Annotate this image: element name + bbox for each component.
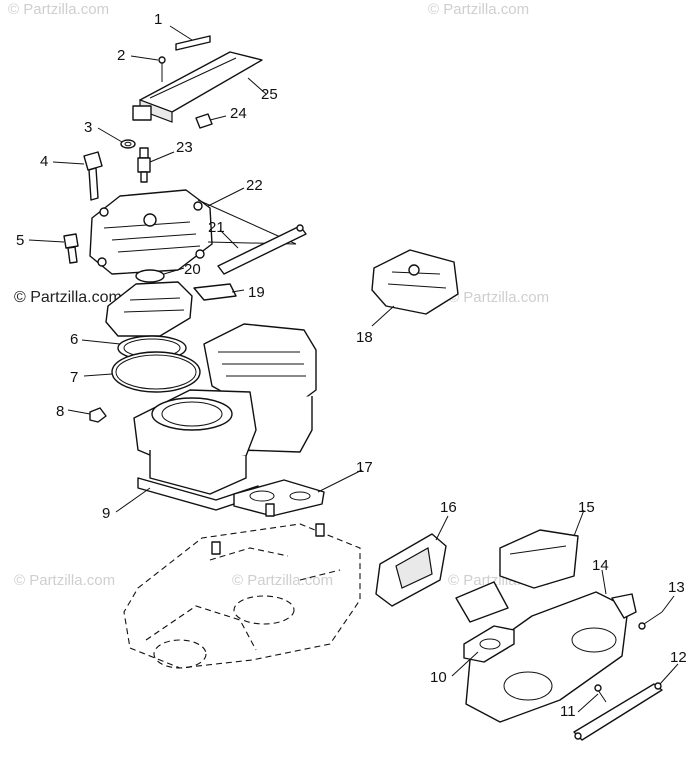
part-18-cover[interactable] [371, 249, 459, 315]
part-head[interactable] [105, 281, 193, 337]
part-7-o-ring[interactable] [111, 351, 201, 393]
part-20-cap[interactable] [135, 269, 165, 283]
callout-7: 7 [70, 369, 78, 386]
part-3-washer[interactable] [120, 139, 136, 149]
part-13-screw[interactable] [638, 611, 663, 630]
callout-21: 21 [208, 219, 225, 236]
watermark-low-left: © Partzilla.com [14, 572, 115, 589]
part-4-bolt[interactable] [83, 151, 103, 201]
callout-12: 12 [670, 649, 687, 666]
callout-20: 20 [184, 261, 201, 278]
callout-17: 17 [356, 459, 373, 476]
part-25-rail[interactable] [132, 51, 263, 123]
watermark-top-left: © Partzilla.com [8, 1, 109, 18]
leader-lines [28, 25, 679, 713]
part-15-reed-valve[interactable] [455, 529, 579, 623]
callout-24: 24 [230, 105, 247, 122]
callout-18: 18 [356, 329, 373, 346]
part-12-strap[interactable] [573, 682, 663, 741]
callout-3: 3 [84, 119, 92, 136]
part-11-screw[interactable] [594, 684, 607, 703]
part-21-bracket[interactable] [197, 199, 307, 275]
callout-8: 8 [56, 403, 64, 420]
callout-19: 19 [248, 284, 265, 301]
callout-6: 6 [70, 331, 78, 348]
part-23-spark-plug[interactable] [137, 147, 151, 183]
part-14-manifold[interactable] [465, 591, 637, 723]
callout-labels: 1 2 25 24 3 23 4 22 5 21 20 19 6 7 8 9 1… [16, 11, 687, 720]
callout-11: 11 [560, 703, 576, 720]
watermark-mid-left: © Partzilla.com [14, 289, 122, 306]
part-19-gasket[interactable] [193, 283, 237, 301]
callout-16: 16 [440, 499, 457, 516]
part-2-screw[interactable] [158, 56, 166, 82]
callout-10: 10 [430, 669, 447, 686]
callout-13: 13 [668, 579, 685, 596]
watermark-mid-right: © Partzilla.com [448, 289, 549, 306]
watermark-top-right: © Partzilla.com [428, 1, 529, 18]
callout-23: 23 [176, 139, 193, 156]
part-22-head-cover[interactable] [89, 189, 213, 275]
callout-5: 5 [16, 232, 24, 249]
part-5-bolt[interactable] [63, 233, 79, 264]
callout-22: 22 [246, 177, 263, 194]
callout-14: 14 [592, 557, 609, 574]
part-1-strip[interactable] [175, 35, 211, 51]
callout-1: 1 [154, 11, 162, 28]
part-16-gasket[interactable] [375, 533, 447, 607]
part-17-gasket[interactable] [233, 479, 325, 517]
part-8-nut[interactable] [89, 407, 107, 423]
part-24-nut[interactable] [195, 113, 213, 129]
crankcase[interactable] [123, 503, 361, 669]
watermark-low-center: © Partzilla.com [232, 572, 333, 589]
callout-15: 15 [578, 499, 595, 516]
callout-9: 9 [102, 505, 110, 522]
callout-2: 2 [117, 47, 125, 64]
callout-25: 25 [261, 86, 278, 103]
part-9-cylinder[interactable] [133, 389, 259, 511]
callout-4: 4 [40, 153, 48, 170]
